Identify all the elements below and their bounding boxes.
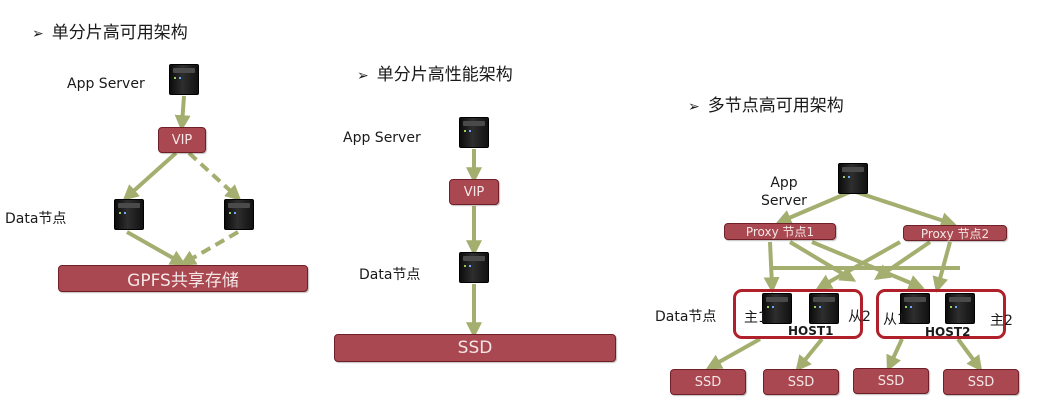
replica-1-label: 从1 (883, 312, 906, 328)
app-server-icon (838, 163, 868, 194)
vip-box: VIP (158, 127, 206, 153)
host1-label: HOST1 (788, 324, 834, 338)
section-title-multi-node: ➢多节点高可用架构 (688, 96, 844, 116)
replica-db-server-icon (809, 293, 839, 324)
app-to-vip-arrow (174, 95, 191, 132)
proxy-node-2-box: Proxy 节点2 (903, 225, 1007, 241)
proxy-node-1-box: Proxy 节点1 (724, 223, 836, 240)
replica-db-server-icon (900, 293, 930, 324)
section-title-hp-single: ➢单分片高性能架构 (357, 65, 513, 85)
ssd-box: SSD (670, 369, 746, 395)
proxy1-to-host1-arrow (763, 241, 780, 294)
data-to-storage-arrow (126, 230, 187, 266)
app-server-icon (459, 117, 489, 148)
primary-2-label: 主2 (990, 313, 1013, 329)
primary-db-server-icon (762, 293, 792, 324)
ssd-box: SSD (763, 369, 839, 395)
proxy2-to-host1-arrow (815, 240, 901, 290)
data-node-label: Data节点 (5, 211, 67, 227)
bullet-arrow-icon: ➢ (688, 99, 700, 115)
host1-group (733, 289, 863, 339)
proxy2-fanout-arrow (874, 240, 932, 281)
data-server-standby-icon (224, 199, 254, 230)
primary-db-server-icon (945, 293, 975, 324)
app-server-label: App Server (761, 175, 807, 209)
bullet-arrow-icon: ➢ (32, 26, 44, 42)
host1-to-ssd1-arrow (705, 337, 761, 370)
vip-to-standby-arrow (187, 151, 242, 201)
vip-to-data-arrow (122, 151, 178, 201)
host2-to-ssd3-arrow (886, 338, 904, 372)
proxy2-to-host2-arrow (932, 241, 952, 293)
bullet-arrow-icon: ➢ (357, 68, 369, 84)
replica-2-label: 从2 (848, 309, 871, 325)
data-node-label: Data节点 (359, 267, 421, 283)
data-node-label: Data节点 (655, 309, 717, 325)
proxy1-fanout-arrow (788, 240, 857, 282)
host2-group (876, 289, 1006, 339)
host2-to-ssd4-arrow (956, 337, 983, 372)
gpfs-storage-box: GPFS共享存储 (58, 265, 308, 292)
app-server-label: App Server (343, 130, 421, 146)
standby-to-storage-arrow (179, 230, 239, 266)
app-to-proxy2-arrow (855, 190, 957, 228)
data-server-icon (459, 252, 489, 283)
app-server-label: App Server (67, 76, 145, 92)
app-to-proxy1-arrow (775, 190, 851, 225)
host2-label: HOST2 (925, 325, 971, 339)
ssd-box: SSD (853, 368, 929, 394)
data-server-icon (114, 199, 144, 230)
section-title-ha-single: ➢单分片高可用架构 (32, 23, 188, 43)
ssd-storage-box: SSD (334, 334, 616, 362)
primary-1-label: 主1 (744, 310, 767, 326)
vip-box: VIP (449, 179, 499, 205)
ssd-box: SSD (943, 369, 1019, 395)
host1-to-ssd2-arrow (795, 337, 824, 372)
app-server-icon (169, 64, 199, 95)
